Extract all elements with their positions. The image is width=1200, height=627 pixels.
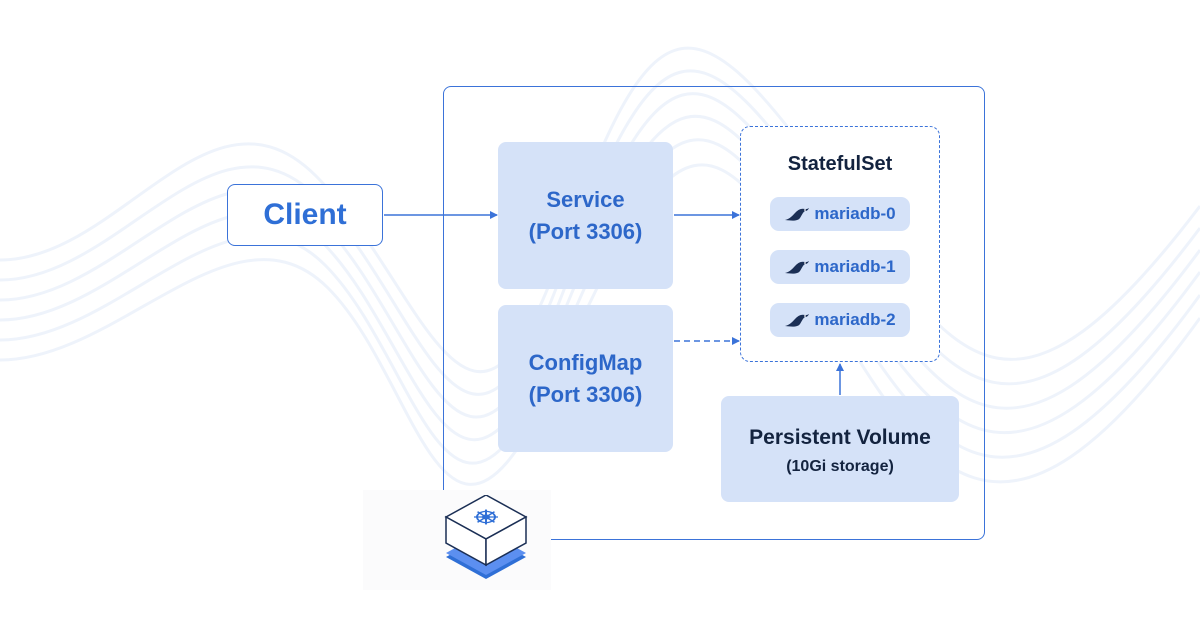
mariadb-seal-icon: [785, 208, 810, 221]
service-node: Service (Port 3306): [498, 142, 673, 289]
pod-mariadb-1: mariadb-1: [770, 250, 910, 284]
kubernetes-cube-icon: [444, 495, 528, 579]
configmap-title: ConfigMap: [528, 349, 643, 375]
kubernetes-badge: [363, 490, 551, 590]
service-subtitle: (Port 3306): [528, 218, 643, 244]
pod-label: mariadb-1: [814, 257, 896, 276]
client-label: Client: [263, 198, 347, 231]
pod-mariadb-0: mariadb-0: [770, 197, 910, 231]
service-title: Service: [546, 186, 625, 212]
mariadb-seal-icon: [785, 261, 810, 274]
pod-label: mariadb-0: [814, 204, 896, 223]
pod-label: mariadb-2: [814, 310, 896, 329]
persistent-volume-subtitle: (10Gi storage): [786, 458, 894, 475]
statefulset-title: StatefulSet: [787, 153, 893, 175]
configmap-subtitle: (Port 3306): [528, 381, 643, 407]
persistent-volume-node: Persistent Volume (10Gi storage): [721, 396, 959, 502]
pod-mariadb-2: mariadb-2: [770, 303, 910, 337]
persistent-volume-title: Persistent Volume: [749, 426, 931, 449]
mariadb-seal-icon: [785, 314, 810, 327]
cluster-boundary: [443, 86, 985, 540]
statefulset-group: StatefulSet mariadb-0 mariadb-1 mariadb-…: [740, 126, 940, 362]
client-node: Client: [227, 184, 383, 246]
configmap-node: ConfigMap (Port 3306): [498, 305, 673, 452]
